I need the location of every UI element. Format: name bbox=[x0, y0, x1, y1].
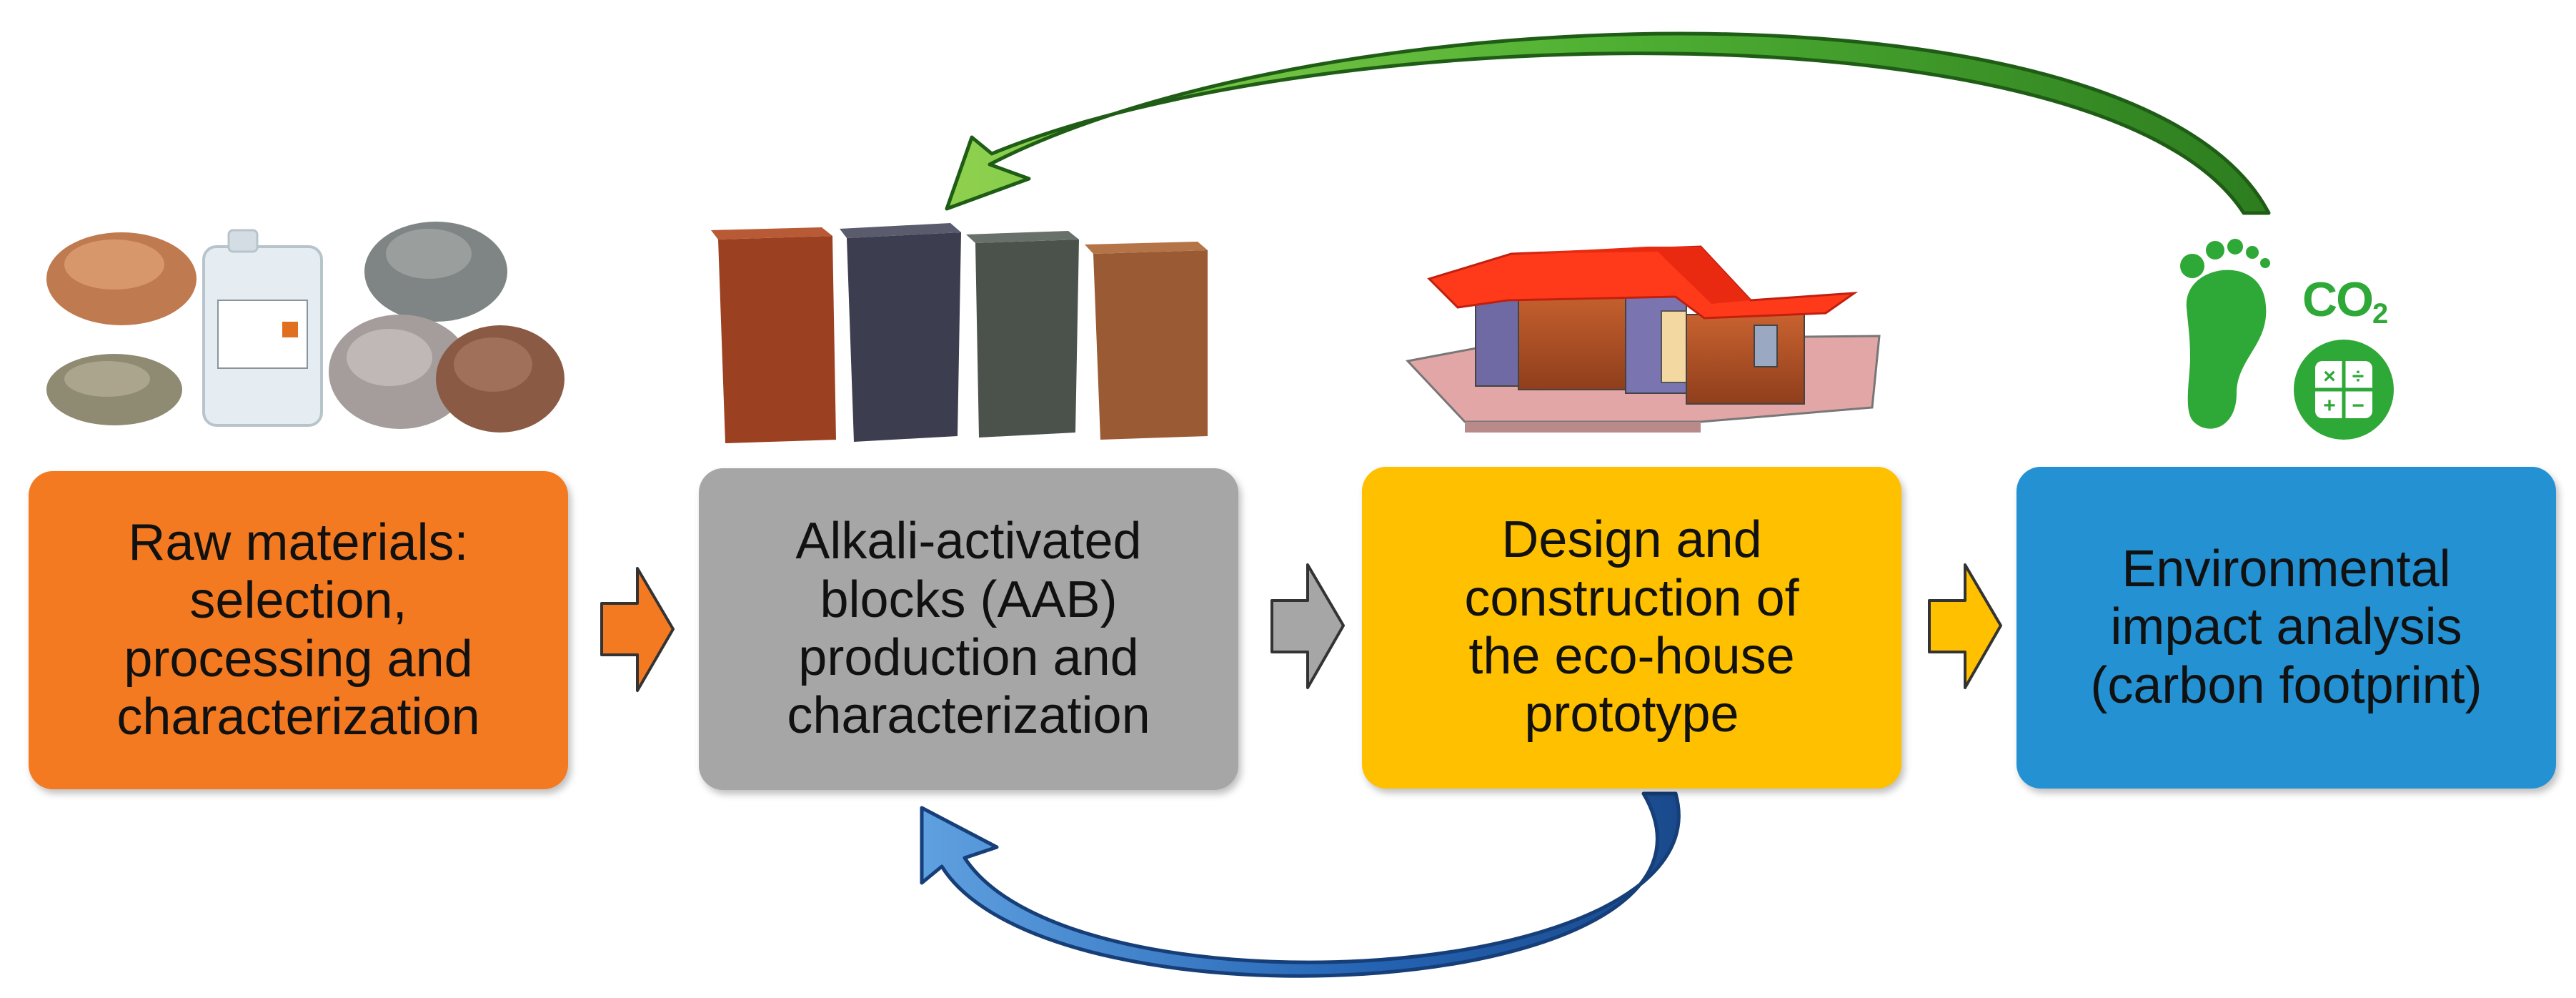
bricks-image bbox=[711, 223, 1208, 443]
step-line: characterization bbox=[787, 687, 1150, 745]
step-line: Environmental bbox=[2122, 540, 2451, 598]
footprint-icon bbox=[2180, 239, 2270, 429]
calculator-symbols: × ÷ +− bbox=[2323, 365, 2364, 418]
feedback-arrow-top bbox=[945, 31, 2271, 215]
co2-label-sub: 2 bbox=[2372, 298, 2388, 330]
calculator-icon bbox=[2294, 340, 2394, 440]
step-line: construction of bbox=[1464, 569, 1799, 627]
raw-materials-image bbox=[46, 222, 565, 433]
step-line: processing and bbox=[124, 630, 473, 688]
step-line: Raw materials: bbox=[128, 513, 469, 571]
eco-house-image bbox=[1406, 245, 1881, 433]
step-line: (carbon footprint) bbox=[2090, 656, 2482, 714]
step-line: selection, bbox=[189, 572, 407, 630]
flow-arrow-2 bbox=[1270, 563, 1345, 689]
step-line: blocks (AAB) bbox=[820, 570, 1118, 628]
flow-arrow-3 bbox=[1928, 563, 2002, 689]
calculator-symbol: × bbox=[2323, 365, 2336, 388]
step-line: prototype bbox=[1524, 686, 1739, 743]
co2-label: CO2 bbox=[2302, 272, 2431, 330]
step-line: production and bbox=[798, 629, 1139, 686]
step-line: the eco-house bbox=[1468, 628, 1795, 685]
step-line: Alkali-activated bbox=[795, 513, 1142, 570]
step-line: impact analysis bbox=[2110, 598, 2462, 656]
flow-arrow-1 bbox=[600, 567, 675, 692]
step-line: characterization bbox=[116, 688, 480, 746]
calculator-symbol: ÷ bbox=[2352, 365, 2364, 388]
feedback-arrow-bottom bbox=[920, 791, 1681, 978]
calculator-symbol: + bbox=[2323, 394, 2336, 418]
co2-label-main: CO bbox=[2302, 272, 2374, 327]
step-line: Design and bbox=[1501, 511, 1762, 569]
calculator-symbol: − bbox=[2352, 394, 2364, 418]
